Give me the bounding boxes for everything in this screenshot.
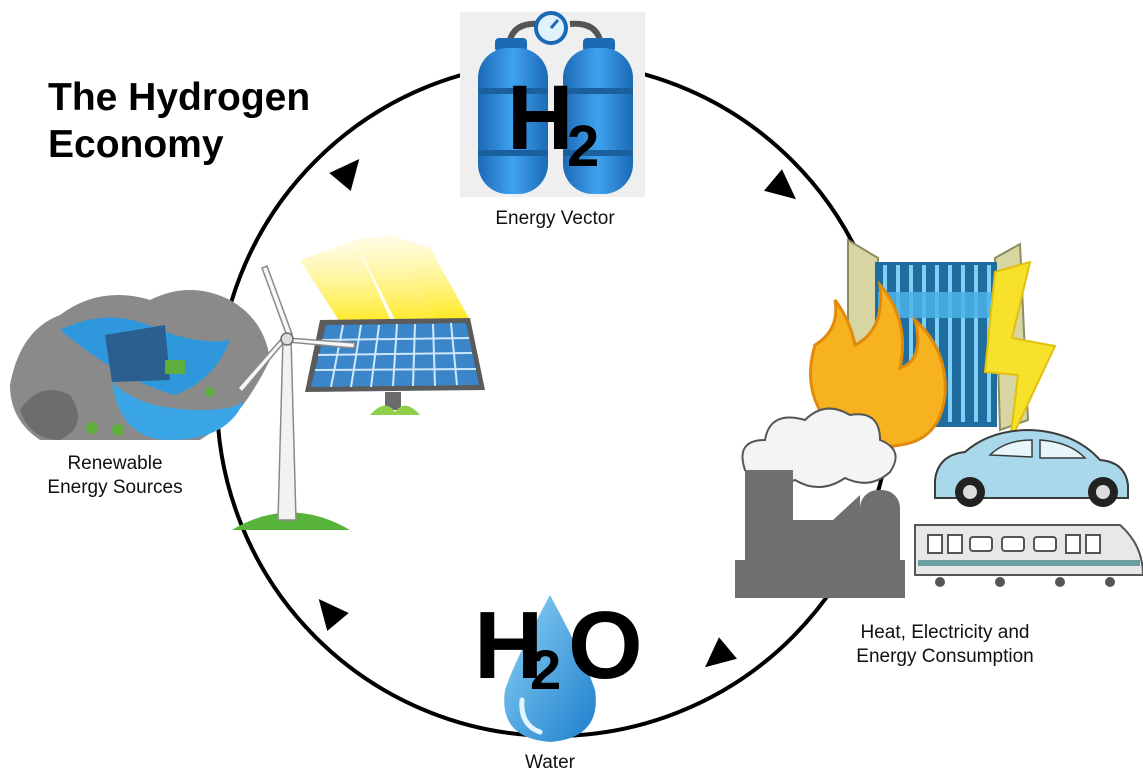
hydrogen-tank-icon [460,11,645,197]
h2o-symbol-o: O [568,592,643,699]
title-line-1: The Hydrogen [48,76,311,119]
renewable-label-line-2: Energy Sources [47,477,183,498]
solar-panel-icon [305,318,485,415]
consumption-label-line-2: Energy Consumption [856,646,1034,667]
renewable-sources-label: Renewable Energy Sources [0,452,230,500]
h2-symbol: H [507,67,573,169]
hydro-dam-icon [10,290,270,440]
cycle-arrow-3 [705,637,737,668]
diagram-title: The Hydrogen Economy [48,74,310,168]
factory-icon [735,407,905,598]
renewable-label-line-1: Renewable [67,453,163,474]
energy-vector-label: Energy Vector [495,208,615,229]
h2o-subscript: 2 [530,638,562,701]
consumption-label: Heat, Electricity and Energy Consumption [810,621,1080,669]
wind-turbine-icon [232,265,356,530]
cycle-arrow-4 [318,599,349,631]
sun-rays [300,235,470,330]
train-icon [914,524,1143,587]
h2o-symbol-h: H [474,592,543,699]
h2-subscript: 2 [567,114,600,179]
lightning-icon [983,260,1057,443]
cycle-arrow-1 [329,159,360,191]
cycle-arrow-2 [764,169,796,200]
consumption-label-line-1: Heat, Electricity and [860,622,1030,643]
water-drop-icon [504,595,596,742]
title-line-2: Economy [48,123,224,166]
car-icon [934,428,1129,507]
water-label: Water [525,752,575,773]
